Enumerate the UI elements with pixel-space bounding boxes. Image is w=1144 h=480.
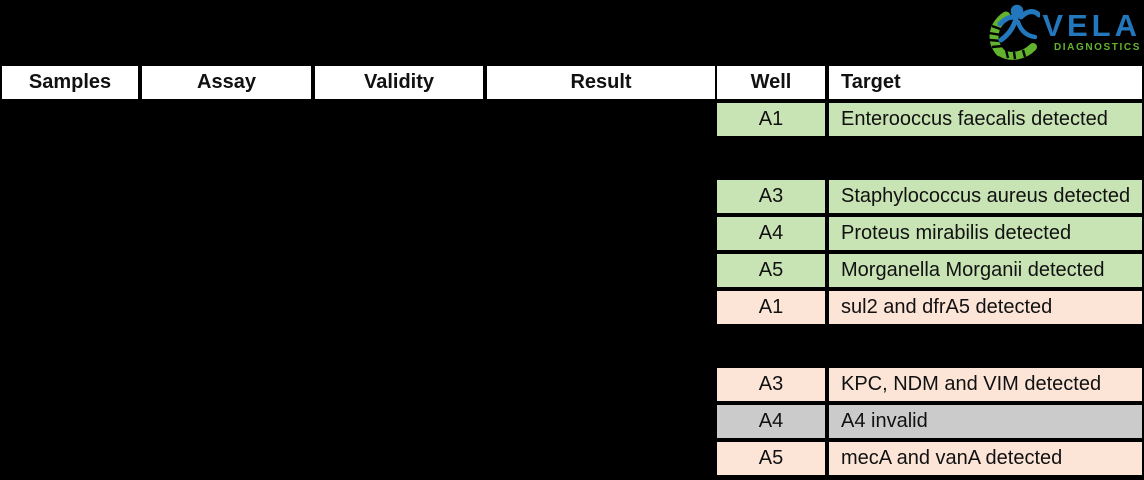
empty-well-gap bbox=[715, 138, 1144, 178]
target-cell: Staphylococcus aureus detected bbox=[827, 178, 1144, 215]
target-cell: Morganella Morganii detected bbox=[827, 252, 1144, 289]
well-cell: A4 bbox=[715, 403, 827, 440]
header-target: Target bbox=[827, 64, 1144, 101]
target-cell: A4 invalid bbox=[827, 403, 1144, 440]
target-cell: KPC, NDM and VIM detected bbox=[827, 366, 1144, 403]
brand-name: VELA bbox=[1042, 7, 1141, 43]
header-samples: Samples bbox=[0, 64, 140, 101]
table-row: A4 A4 invalid bbox=[715, 403, 1144, 440]
header-validity: Validity bbox=[313, 64, 485, 101]
header-well: Well bbox=[715, 64, 827, 101]
vela-figure-icon bbox=[989, 4, 1041, 60]
table-row: A5 mecA and vanA detected bbox=[715, 440, 1144, 477]
table-row: A3 KPC, NDM and VIM detected bbox=[715, 366, 1144, 403]
table-row: A1 Enterooccus faecalis detected bbox=[715, 101, 1144, 138]
well-cell: A1 bbox=[715, 289, 827, 326]
brand-tagline: DIAGNOSTICS bbox=[1053, 41, 1141, 53]
header-assay: Assay bbox=[140, 64, 313, 101]
well-target-table: Well Target A1 Enterooccus faecalis dete… bbox=[715, 64, 1144, 477]
target-cell: sul2 and dfrA5 detected bbox=[827, 289, 1144, 326]
table-row: A1 sul2 and dfrA5 detected bbox=[715, 289, 1144, 326]
vela-logo-text: VELA DIAGNOSTICS bbox=[1042, 10, 1142, 53]
table-row: A5 Morganella Morganii detected bbox=[715, 252, 1144, 289]
target-cell: Proteus mirabilis detected bbox=[827, 215, 1144, 252]
well-cell: A5 bbox=[715, 252, 827, 289]
well-cell: A4 bbox=[715, 215, 827, 252]
well-cell: A3 bbox=[715, 366, 827, 403]
table-row: A3 Staphylococcus aureus detected bbox=[715, 178, 1144, 215]
target-cell: Enterooccus faecalis detected bbox=[827, 101, 1144, 138]
table-row: A4 Proteus mirabilis detected bbox=[715, 215, 1144, 252]
header-result: Result bbox=[485, 64, 717, 101]
sample-results-table: Samples Assay Validity Result bbox=[0, 64, 717, 477]
well-cell: A1 bbox=[715, 101, 827, 138]
left-table-header-row: Samples Assay Validity Result bbox=[0, 64, 717, 101]
well-cell: A3 bbox=[715, 178, 827, 215]
redacted-table-body bbox=[0, 101, 717, 477]
target-cell: mecA and vanA detected bbox=[827, 440, 1144, 477]
vela-logo: VELA DIAGNOSTICS bbox=[976, 2, 1142, 60]
empty-well-gap bbox=[715, 326, 1144, 366]
well-cell: A5 bbox=[715, 440, 827, 477]
right-table-header-row: Well Target bbox=[715, 64, 1144, 101]
